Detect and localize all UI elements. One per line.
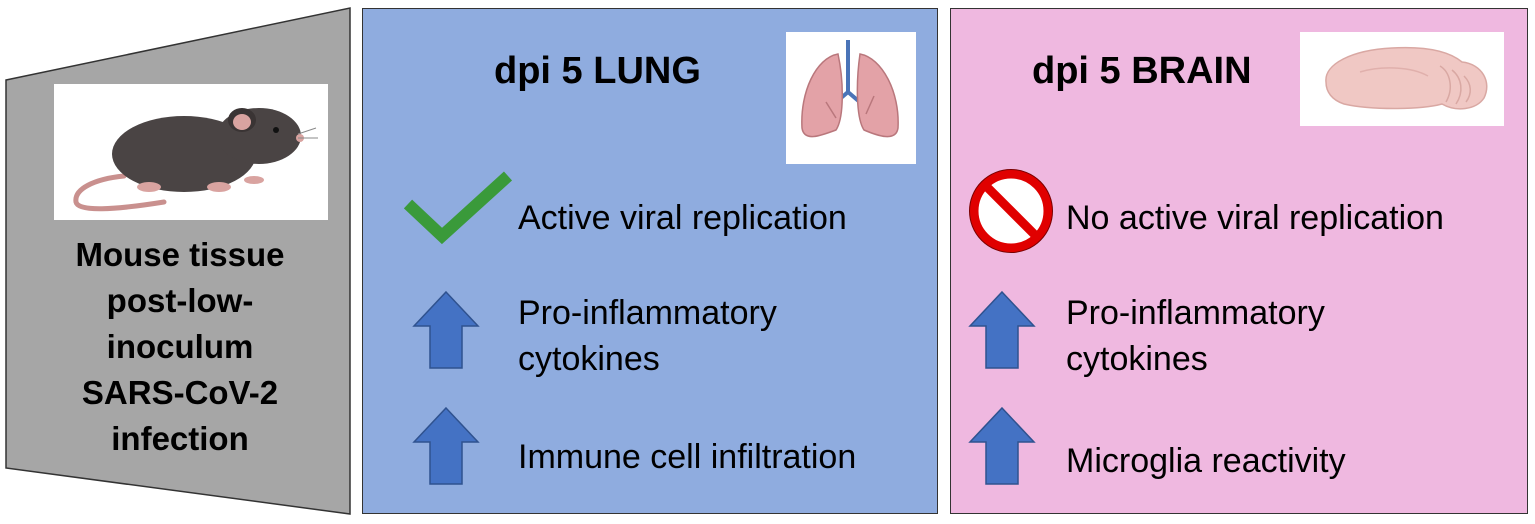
prohibited-icon <box>969 169 1053 253</box>
lung-item-3-text: Immune cell infiltration <box>518 438 857 476</box>
up-arrow-icon <box>412 406 480 485</box>
lung-up-arrow-2 <box>412 406 480 486</box>
mouse-icon <box>73 108 318 212</box>
brain-illustration-box <box>1300 32 1504 126</box>
up-arrow-icon <box>968 406 1036 485</box>
brain-icon <box>1325 46 1488 110</box>
up-arrow-icon <box>412 290 480 369</box>
lung-item-2-text: Pro-inflammatory cytokines <box>518 294 777 378</box>
up-arrow-icon <box>968 290 1036 369</box>
brain-item-3-text: Microglia reactivity <box>1066 442 1346 480</box>
lungs-icon <box>801 40 899 138</box>
checkmark-icon <box>404 171 513 245</box>
brain-panel-title: dpi 5 BRAIN <box>1032 50 1252 92</box>
brain-prohibited-icon <box>968 168 1054 254</box>
brain-up-arrow-2 <box>968 406 1036 486</box>
brain-item-1-text: No active viral replication <box>1066 199 1444 237</box>
lung-up-arrow-1 <box>412 290 480 370</box>
lung-item-1-text: Active viral replication <box>518 199 847 237</box>
lung-checkmark-icon <box>404 170 514 250</box>
mouse-tissue-caption: Mouse tissue post-low- inoculum SARS-CoV… <box>75 236 285 457</box>
lungs-illustration-box <box>786 32 916 164</box>
lung-panel-title: dpi 5 LUNG <box>494 50 701 92</box>
brain-up-arrow-1 <box>968 290 1036 370</box>
mouse-illustration-box <box>54 84 328 220</box>
brain-item-2-text: Pro-inflammatory cytokines <box>1066 294 1325 378</box>
